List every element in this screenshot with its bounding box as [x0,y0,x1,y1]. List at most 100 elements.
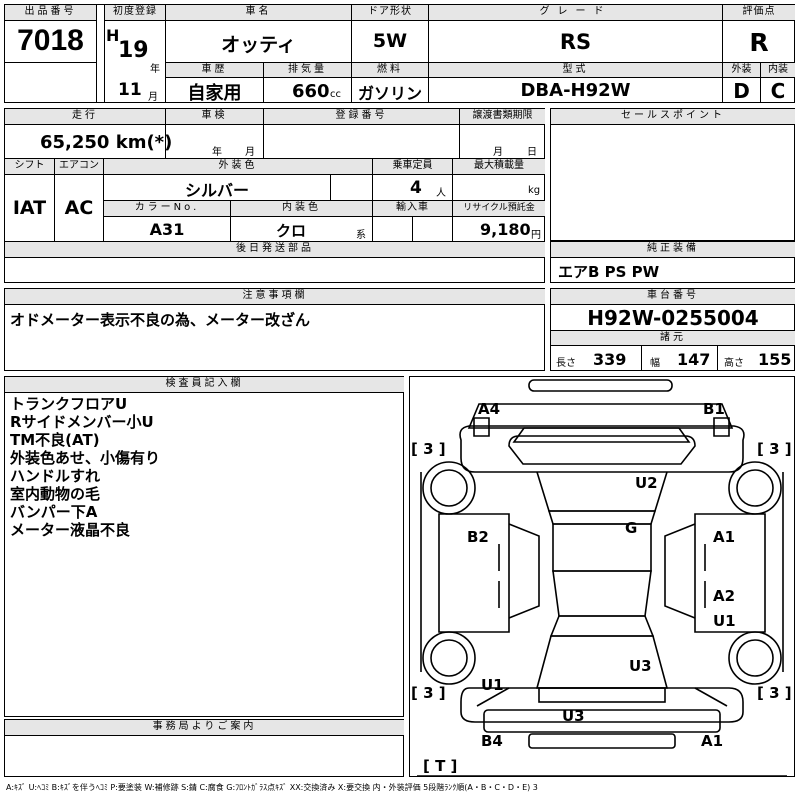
office-box [4,719,404,777]
tire-tread-rear-right: [ 3 ] [757,684,792,702]
kei-unit: 系 [356,230,366,241]
yen-unit: 円 [531,230,541,241]
spare-tire-tread: [ T ] [423,757,457,775]
inspector-line: 外装色あせ、小傷有り [10,449,161,467]
damage-mark-a4: A4 [478,400,500,418]
model: DBA-H92W [520,80,631,101]
height: 155 [758,350,792,369]
import-label: 輸入車 [373,201,452,216]
exterior-color: シルバー [184,181,249,200]
score: R [749,28,769,57]
notes-value: オドメーター表示不良の為、メーター改ざん [10,311,311,329]
displacement-label: 排気量 [264,63,351,77]
reg-year: 19 [118,38,149,63]
recycle-label: リサイクル預託金 [453,201,545,216]
damage-mark-u3-bottom: U3 [562,707,585,725]
notes-box [4,288,545,371]
inspector-box [4,376,404,717]
inspector-line: ハンドルすれ [10,467,101,485]
equipment-label: 純正装備 [551,242,795,257]
details-grid [4,108,545,283]
tire-tread-front-right: [ 3 ] [757,440,792,458]
inspector-line: トランクフロアU [10,395,128,413]
later-parts-label: 後日発送部品 [5,242,545,257]
exterior-label: 外装 [723,63,760,77]
inspector-line: バンパー下A [10,503,98,521]
chassis-label: 車台番号 [551,289,795,304]
damage-mark-u3-center: U3 [629,657,652,675]
damage-mark-u2: U2 [635,474,658,492]
tire-tread-front-left: [ 3 ] [411,440,446,458]
interior-label: 内装 [761,63,795,77]
shift-label: シフト [5,159,54,174]
transfer-month-unit: 月 [493,147,503,158]
tire-tread-rear-left: [ 3 ] [411,684,446,702]
damage-mark-g: G [625,519,637,537]
damage-mark-u1-left: U1 [481,676,504,694]
recycle-amount: 9,180 [480,220,531,239]
exterior-score: D [733,79,750,103]
inspector-line: メーター液晶不良 [10,521,131,539]
damage-mark-a1-bottom: A1 [701,732,723,750]
inspection-label: 車検 [166,109,263,124]
color-label: 外装色 [104,159,372,174]
sales-point-label: セールスポイント [551,109,795,124]
fuel: ガソリン [357,84,422,103]
door-label: ドア形状 [352,5,428,20]
load-label: 最大積載量 [453,159,545,174]
grade-label: グレード [429,5,722,20]
color-no-label: カラーNo. [104,201,230,216]
office-label: 事務局よりご案内 [5,720,404,735]
dims-label: 諸元 [551,331,795,345]
score-label: 評価点 [723,5,795,20]
width-label: 幅 [650,358,660,369]
grade: RS [559,30,592,54]
car-history: 自家用 [187,83,242,104]
lot-number: 7018 [17,24,84,57]
height-label: 高さ [724,358,744,369]
capacity: 4 [410,178,422,198]
inspector-line: TM不良(AT) [10,431,100,449]
door-type: 5W [372,30,408,52]
inspector-line: Rサイドメンバー小U [10,413,154,431]
interior-score: C [770,79,786,103]
inspector-notes: トランクフロアU Rサイドメンバー小U TM不良(AT) 外装色あせ、小傷有り … [10,395,160,539]
sales-point-box [550,108,795,241]
damage-mark-b2: B2 [467,528,489,546]
car-damage-diagram: A4 B1 U2 G B2 A1 A2 U1 U3 U1 U3 B4 A1 [ … [409,376,795,777]
kg-unit: kg [528,185,541,196]
lot-label: 出品番号 [5,5,96,20]
inspection-month-unit: 月 [245,147,255,158]
ac: AC [64,197,94,219]
transfer-label: 譲渡書類期限 [460,109,545,124]
reg-number-label: 登録番号 [264,109,459,124]
header-grid [4,4,795,103]
length: 339 [593,350,627,369]
model-label: 型式 [429,63,722,77]
inspector-line: 室内動物の毛 [10,485,101,503]
car-name: オッティ [221,34,296,56]
chassis-box [550,288,795,371]
person-unit: 人 [436,188,446,199]
shift: IAT [12,197,47,219]
damage-mark-u1-right: U1 [713,612,736,630]
transfer-day-unit: 日 [527,147,537,158]
first-reg-label: 初度登録 [105,5,165,20]
damage-legend: A:ｷｽﾞ U:ﾍｺﾐ B:ｷｽﾞを伴うﾍｺﾐ P:要塗装 W:補修跡 S:錆 … [6,783,538,792]
equipment-value: エアB PS PW [558,263,660,281]
length-label: 長さ [556,358,576,369]
month-unit: 月 [148,92,158,103]
int-color-label: 内装色 [231,201,372,216]
equipment-box [550,241,795,283]
damage-mark-b4: B4 [481,732,503,750]
damage-mark-a1-right: A1 [713,528,735,546]
era: H [106,26,120,45]
interior-color: クロ [275,222,306,240]
fuel-label: 燃料 [352,63,428,77]
inspector-label: 検査員記入欄 [5,377,404,392]
color-no: A31 [149,220,185,239]
cc-unit: cc [330,89,341,100]
width: 147 [677,350,711,369]
mileage: 65,250 km(*) [40,132,173,153]
chassis-number: H92W-0255004 [587,306,759,330]
